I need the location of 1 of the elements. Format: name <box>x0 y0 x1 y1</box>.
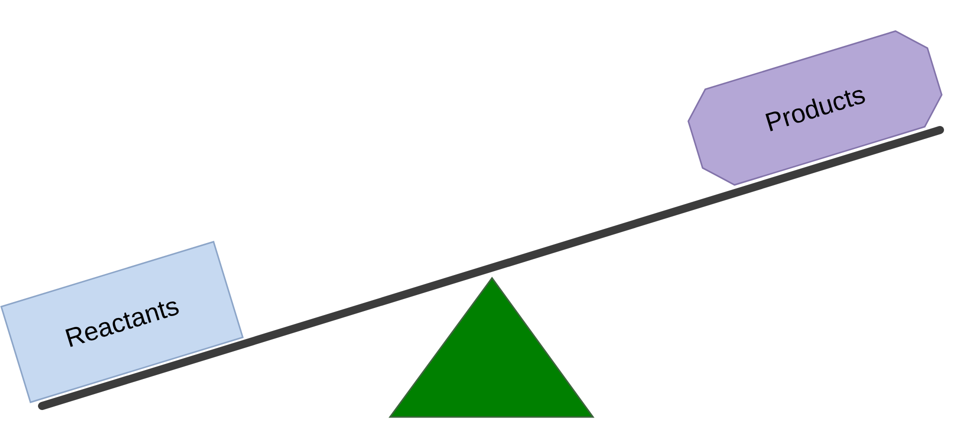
label-box: Products <box>688 30 942 186</box>
